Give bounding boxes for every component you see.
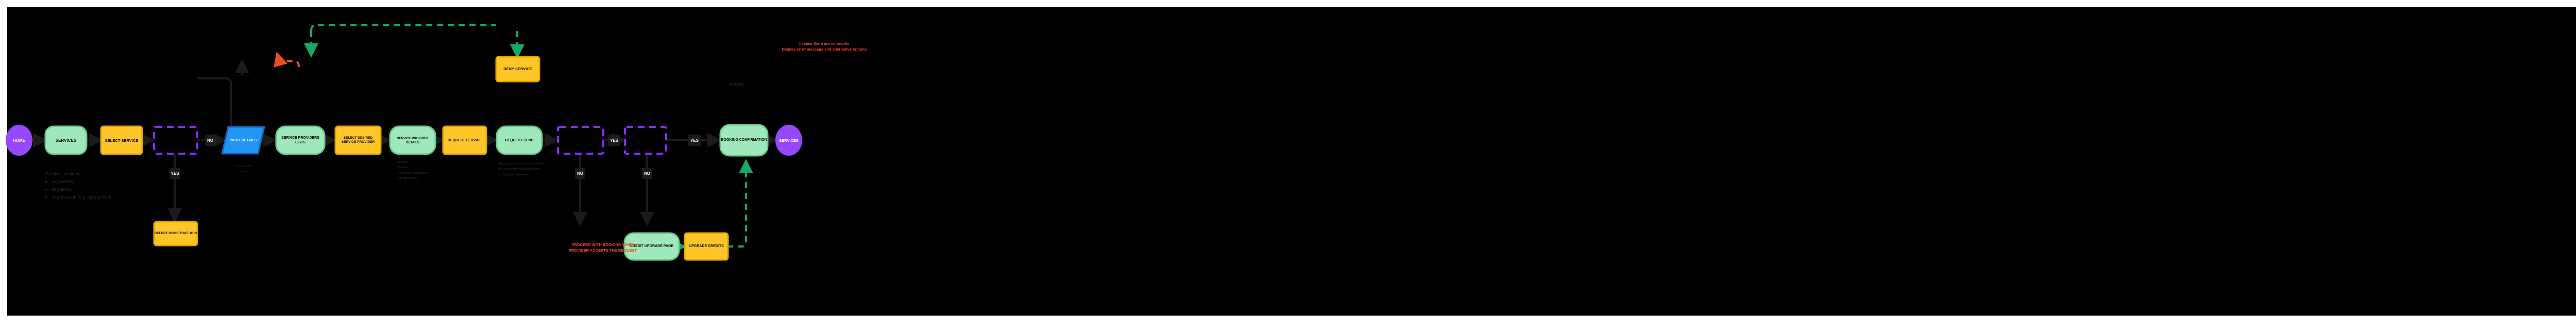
diagram-board	[7, 7, 2576, 316]
proceed-note: PROCEED WITH BOOKING WHEN PROVIDER ACCEP…	[568, 242, 637, 253]
node-credit-upgrade-shape[interactable]	[623, 232, 680, 261]
edge-label-no-2: NO	[575, 168, 585, 179]
node-services-shape[interactable]	[44, 125, 88, 155]
input-details-item: Date & Time	[238, 164, 294, 169]
services-note-item: dog walking	[52, 178, 113, 186]
edge-upgrade-to-booking	[727, 159, 753, 248]
no-results-note: In case there are no results Display err…	[782, 41, 867, 52]
request-send-note: Allowing for communication between the t…	[498, 162, 545, 176]
node-provider-details-shape[interactable]	[389, 125, 436, 155]
node-decision1-shape[interactable]	[153, 126, 198, 155]
node-booking-confirmation-shape[interactable]	[719, 124, 769, 157]
input-details-list: Date & Time Location	[232, 164, 294, 174]
input-details-note: Date & Time Location	[232, 164, 294, 174]
node-decision2-shape[interactable]	[557, 126, 604, 155]
node-home-shape[interactable]	[6, 125, 32, 156]
node-select-dogs-shape[interactable]	[153, 221, 198, 246]
edge-dogs-join-return	[197, 77, 232, 140]
services-note: Services could be: dog walking dog sitti…	[46, 170, 113, 201]
toast-note: A toast	[730, 81, 744, 87]
node-services-end-shape[interactable]	[775, 125, 802, 156]
node-providers-list-shape[interactable]	[275, 125, 326, 155]
provider-details-item: Reviews	[398, 160, 460, 165]
services-note-item: dog check-in (e.g., giving food)	[52, 193, 113, 201]
node-request-send-shape[interactable]	[496, 125, 543, 155]
edge-label-yes-1: YES	[170, 168, 180, 179]
edge-label-no-3: NO	[642, 168, 652, 179]
edge-deny-top-run	[310, 24, 496, 31]
provider-details-item: Credits needed	[398, 176, 460, 181]
provider-details-list: Reviews Details Own dogs if a dog owner …	[393, 160, 460, 182]
edges-black	[32, 59, 778, 226]
provider-details-item: Details	[398, 165, 460, 170]
node-deny-service-shape[interactable]	[495, 56, 540, 83]
services-note-item: dog sitting	[52, 186, 113, 193]
node-decision3-shape[interactable]	[624, 126, 667, 155]
node-select-provider-shape[interactable]	[334, 125, 382, 155]
services-note-heading: Services could be:	[46, 171, 82, 176]
edge-no-results-callout	[274, 52, 300, 68]
services-note-list: dog walking dog sitting dog check-in (e.…	[46, 178, 113, 201]
input-details-item: Location	[238, 169, 294, 174]
node-upgrade-credits-shape[interactable]	[684, 232, 729, 261]
node-select-service-shape[interactable]	[100, 125, 143, 155]
nodes-shapes	[6, 56, 802, 261]
provider-details-item: Own dogs if a dog owner	[398, 171, 460, 176]
node-request-service-shape[interactable]	[442, 125, 487, 155]
node-input-details-shape[interactable]	[221, 126, 265, 155]
edge-label-no-1: NO	[205, 135, 215, 146]
edge-label-yes-3: YES	[688, 135, 701, 146]
provider-details-note: Reviews Details Own dogs if a dog owner …	[393, 160, 460, 182]
edge-label-yes-2: YES	[608, 135, 620, 146]
edges-red-dashed	[274, 52, 300, 68]
